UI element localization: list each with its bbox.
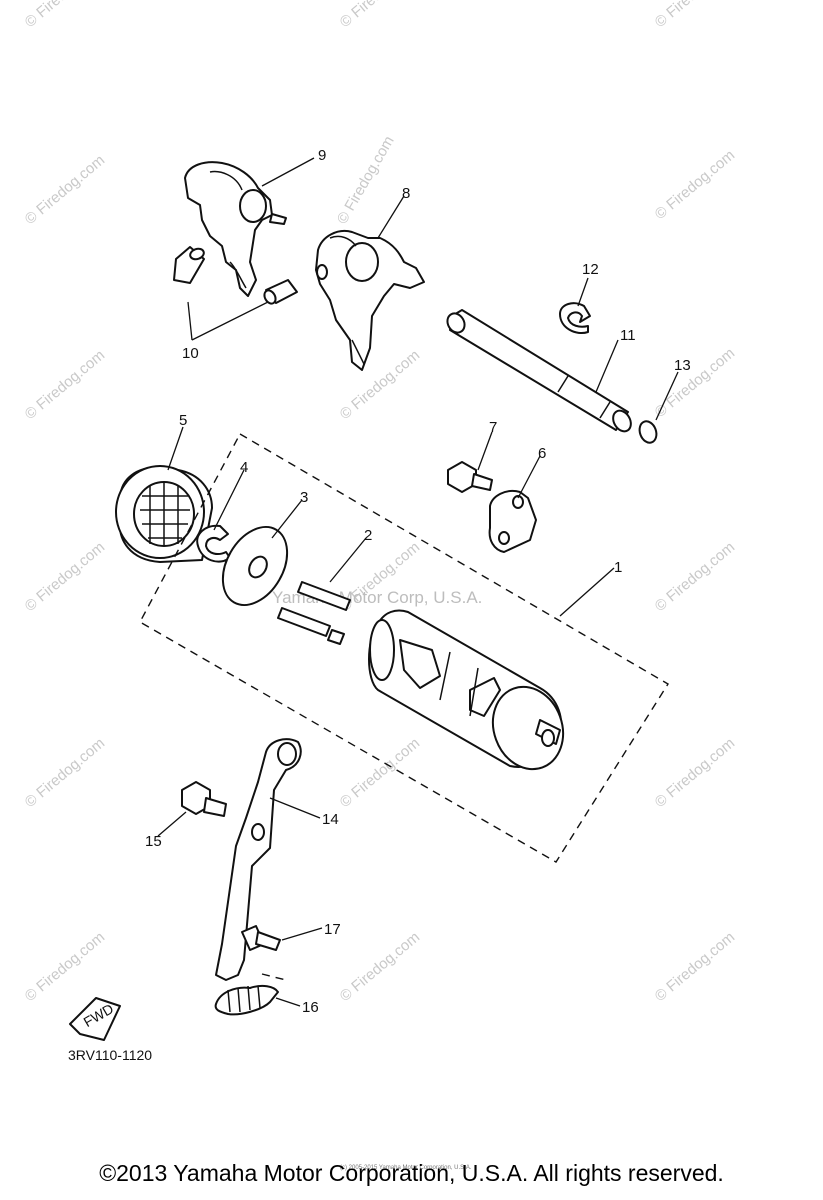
watermark: © Firedog.com: [652, 539, 738, 615]
watermark: © Firedog.com: [22, 152, 108, 228]
part-4-circlip: [196, 524, 231, 563]
watermark: © Firedog.com: [652, 345, 738, 421]
part-15-bolt: [181, 781, 227, 817]
part-2-pins: [277, 581, 351, 645]
label-part-11: 11: [620, 327, 636, 344]
part-5-bearing: [115, 465, 213, 563]
watermark: © Firedog.com: [652, 929, 738, 1005]
label-part-10: 10: [182, 345, 199, 362]
part-labels: 1 2 3 4 5 6 7 8 9 10 11 12 13 14 15 16 1…: [145, 147, 691, 1016]
label-part-12: 12: [582, 261, 599, 278]
label-part-17: 17: [324, 921, 341, 938]
leader-lines: [157, 157, 679, 1007]
label-part-6: 6: [538, 445, 546, 462]
diagram-code: 3RV110-1120: [68, 1047, 152, 1063]
part-10-pins: [173, 246, 298, 305]
label-part-8: 8: [402, 185, 410, 202]
watermark: © Firedog.com: [337, 0, 423, 31]
part-3-washer: [221, 526, 289, 606]
watermark: © Firedog.com: [22, 735, 108, 811]
label-part-14: 14: [322, 811, 339, 828]
label-part-13: 13: [674, 357, 691, 374]
label-part-3: 3: [300, 489, 308, 506]
part-6-plate: [488, 490, 537, 553]
label-part-9: 9: [318, 147, 326, 164]
watermark: © Firedog.com: [334, 133, 398, 227]
watermark: © Firedog.com: [22, 347, 108, 423]
part-7-bolt: [447, 461, 493, 493]
part-12-circlip: [559, 302, 591, 334]
label-part-2: 2: [364, 527, 372, 544]
watermark: © Firedog.com: [337, 735, 423, 811]
small-notice: (c) 2005-2015 Yamaha Motor Corporation, …: [340, 1165, 472, 1171]
part-8-shift-fork: [315, 230, 425, 371]
part-17-bolt: [241, 925, 281, 951]
watermark: © Firedog.com: [652, 735, 738, 811]
label-part-16: 16: [302, 999, 319, 1016]
label-part-1: 1: [614, 559, 622, 576]
fwd-arrow-icon: FWD: [69, 997, 121, 1041]
watermark: © Firedog.com: [22, 0, 108, 31]
part-14-lever: [215, 738, 302, 981]
watermark: © Firedog.com: [22, 539, 108, 615]
copyright-notice: ©2013 Yamaha Motor Corporation, U.S.A. A…: [99, 1160, 724, 1186]
watermark: © Firedog.com: [337, 347, 423, 423]
watermark: © Firedog.com: [337, 929, 423, 1005]
label-part-4: 4: [240, 459, 248, 476]
part-9-shift-fork: [184, 161, 287, 297]
label-part-7: 7: [489, 419, 497, 436]
label-part-5: 5: [179, 412, 187, 429]
watermark: © Firedog.com: [22, 929, 108, 1005]
part-1-shift-drum: [368, 609, 565, 771]
watermark: © Firedog.com: [652, 0, 738, 31]
part-11-shaft: [446, 309, 632, 433]
watermark: © Firedog.com: [652, 147, 738, 223]
part-1-assembly-outline: [139, 433, 669, 863]
part-16-spring: [214, 973, 287, 1016]
label-part-15: 15: [145, 833, 162, 850]
part-13-o-ring: [638, 420, 658, 444]
